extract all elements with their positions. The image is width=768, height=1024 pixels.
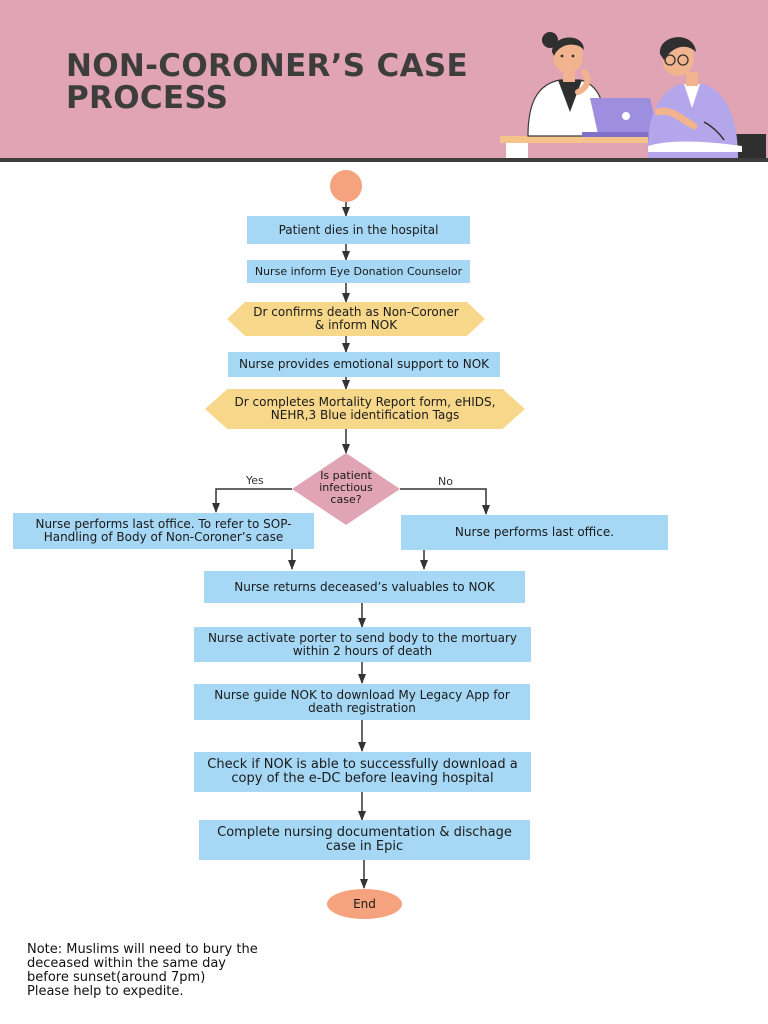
- step-returns-valuables: Nurse returns deceased’s valuables to NO…: [204, 571, 525, 603]
- note-line-4: Please help to expedite.: [27, 984, 184, 999]
- step-last-office-no: Nurse performs last office.: [401, 515, 668, 550]
- yes-label: Yes: [246, 474, 264, 487]
- note-line-2: deceased within the same day: [27, 956, 226, 971]
- step-dr-confirms: Dr confirms death as Non-Coroner & infor…: [227, 302, 485, 336]
- step-check-nok: Check if NOK is able to successfully dow…: [194, 752, 531, 792]
- activate-porter-line-2: within 2 hours of death: [292, 643, 433, 658]
- dr-confirms-line-2: & inform NOK: [314, 318, 398, 332]
- header-banner: NON-CORONER’S CASE PROCESS: [0, 0, 768, 162]
- page-title: NON-CORONER’S CASE PROCESS: [66, 50, 506, 114]
- title-line-2: PROCESS: [66, 80, 229, 116]
- start-node: [330, 170, 362, 202]
- decision-label: Is patient infectious case?: [296, 470, 396, 510]
- doctors-illustration: [500, 32, 766, 158]
- last-office-yes-line-1: Nurse performs last office. To refer to …: [35, 517, 292, 531]
- check-nok-line-2: copy of the e-DC before leaving hospital: [231, 771, 494, 786]
- last-office-yes-line-2: Handling of Body of Non-Coroner’s case: [43, 530, 284, 544]
- step-activate-porter: Nurse activate porter to send body to th…: [194, 627, 531, 662]
- step-emotional-support: Nurse provides emotional support to NOK: [228, 352, 500, 377]
- dr-confirms-line-1: Dr confirms death as Non-Coroner: [253, 305, 459, 319]
- check-nok-line-1: Check if NOK is able to successfully dow…: [207, 757, 518, 772]
- guide-nok-line-1: Nurse guide NOK to download My Legacy Ap…: [214, 688, 510, 702]
- note-line-3: before sunset(around 7pm): [27, 970, 206, 985]
- guide-nok-line-2: death registration: [308, 701, 416, 715]
- step-complete-docs: Complete nursing documentation & dischag…: [199, 820, 530, 860]
- muslim-burial-note: Note: Muslims will need to bury the dece…: [27, 943, 307, 999]
- decision-diamond: [292, 453, 400, 525]
- step-dr-completes: Dr completes Mortality Report form, eHID…: [205, 389, 525, 429]
- step-patient-dies: Patient dies in the hospital: [247, 216, 470, 244]
- end-node: End: [327, 889, 402, 919]
- title-line-1: NON-CORONER’S CASE: [66, 48, 468, 84]
- decision-line-1: Is patient: [320, 469, 372, 482]
- complete-docs-line-1: Complete nursing documentation & dischag…: [217, 825, 512, 840]
- note-line-1: Note: Muslims will need to bury the: [27, 942, 258, 957]
- step-inform-counselor: Nurse inform Eye Donation Counselor: [247, 260, 470, 283]
- dr-completes-line-1: Dr completes Mortality Report form, eHID…: [234, 395, 496, 409]
- decision-line-3: case?: [330, 493, 362, 506]
- decision-line-2: infectious: [319, 481, 373, 494]
- no-label: No: [438, 475, 453, 488]
- dr-completes-line-2: NEHR,3 Blue identification Tags: [270, 408, 460, 422]
- complete-docs-line-2: case in Epic: [325, 839, 404, 854]
- activate-porter-line-1: Nurse activate porter to send body to th…: [207, 630, 518, 645]
- step-guide-nok: Nurse guide NOK to download My Legacy Ap…: [194, 684, 530, 720]
- step-last-office-yes: Nurse performs last office. To refer to …: [13, 513, 314, 549]
